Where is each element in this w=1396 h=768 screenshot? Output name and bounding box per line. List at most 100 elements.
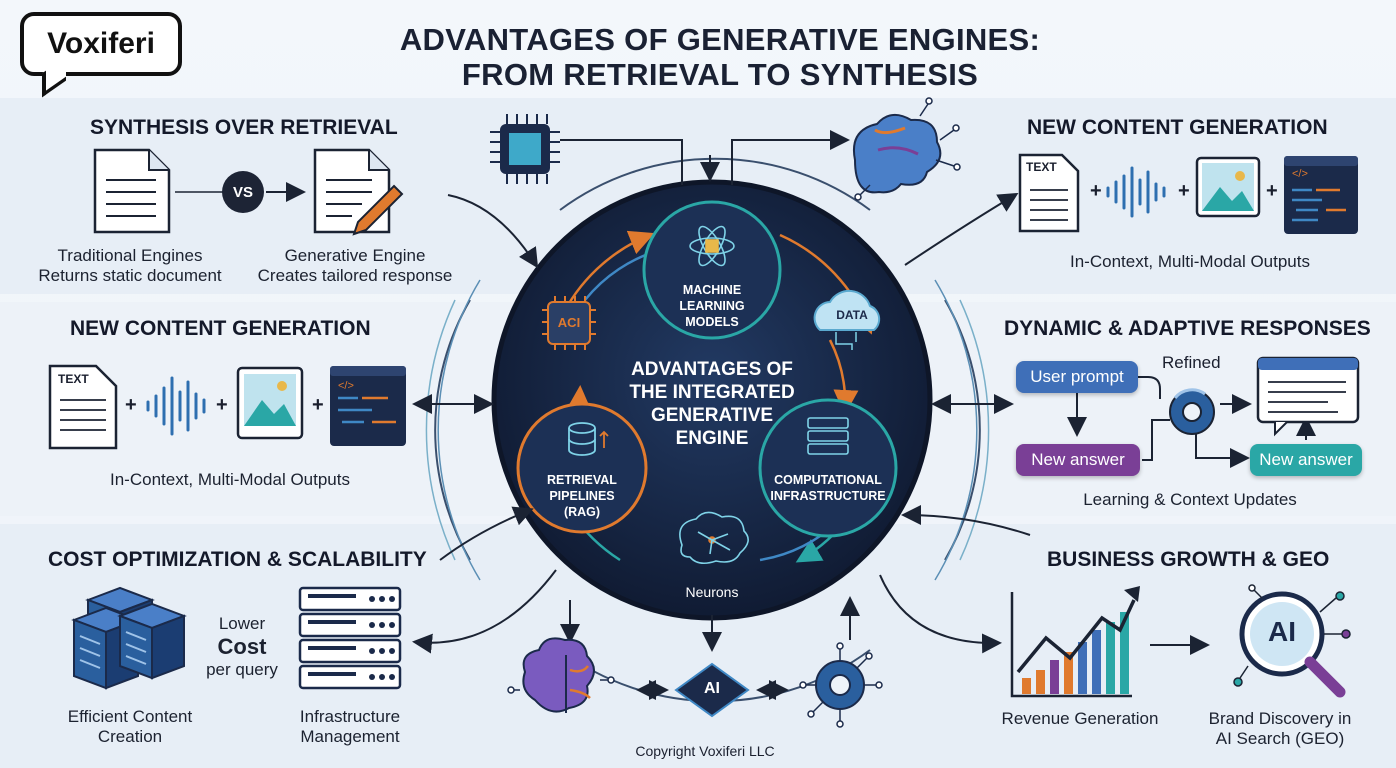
new-content-right-heading: NEW CONTENT GENERATION [1027, 116, 1328, 139]
efficient-caption-1: Efficient Content [67, 707, 193, 726]
business-heading: BUSINESS GROWTH & GEO [1047, 548, 1330, 571]
node-ml [642, 200, 782, 340]
dynamic-heading: DYNAMIC & ADAPTIVE RESPONSES [1004, 317, 1371, 340]
new-content-left-caption: In-Context, Multi-Modal Outputs [110, 470, 350, 489]
lower-label: Lower [218, 614, 266, 633]
text-document-icon-left [48, 364, 118, 450]
core-center-line-3: GENERATIVE [650, 405, 774, 426]
new-answer-label-2: New answer [1259, 450, 1353, 469]
rag-line-1: RETRIEVAL [547, 473, 617, 487]
server-stack-icon [71, 586, 187, 690]
synthesis-heading: SYNTHESIS OVER RETRIEVAL [90, 116, 398, 139]
cost-heading: COST OPTIMIZATION & SCALABILITY [48, 548, 427, 571]
generative-caption: Generative Engine Creates tailored respo… [250, 246, 460, 286]
audio-wave-icon-left [146, 376, 206, 436]
traditional-caption-2: Returns static document [38, 266, 222, 285]
core-center-line-1: ADVANTAGES OF [631, 359, 793, 380]
comp-line-1: COMPUTATIONAL [774, 473, 882, 487]
title-line-1: ADVANTAGES OF GENERATIVE ENGINES: [399, 22, 1041, 57]
generative-document-icon [313, 148, 404, 236]
plus-icon: + [312, 394, 324, 416]
rag-line-3: (RAG) [563, 505, 601, 519]
arrow-cost [439, 506, 534, 561]
brand-name: Voxiferi [47, 27, 155, 60]
efficient-caption-2: Creation [97, 727, 163, 746]
bottom-brain-icon [507, 637, 615, 713]
user-prompt-pill: User prompt [1016, 361, 1138, 393]
title-line-2: FROM RETRIEVAL TO SYNTHESIS [461, 57, 979, 92]
text-document-icon-right [1018, 153, 1080, 233]
server-icon [807, 417, 849, 455]
database-icon [568, 422, 609, 456]
core-center-line-4: ENGINE [675, 428, 749, 449]
new-content-right-caption: In-Context, Multi-Modal Outputs [1070, 252, 1310, 271]
data-label: DATA [836, 308, 868, 322]
neurons-label: Neurons [685, 584, 739, 600]
new-answer-label-1: New answer [1031, 450, 1125, 469]
neuron-brain-icon [679, 511, 749, 565]
top-chip-icon [490, 114, 560, 184]
arrow-top-right [731, 130, 850, 185]
generative-caption-1: Generative Engine [284, 246, 426, 265]
aci-chip-icon [542, 296, 596, 350]
vs-badge: VS [222, 171, 264, 213]
arrow-synthesis [447, 194, 539, 269]
lower-cost-block: Lower Cost per query [196, 614, 288, 680]
ai-magnifier-label: AI [1268, 616, 1296, 647]
core-center-title: ADVANTAGES OF THE INTEGRATED GENERATIVE … [600, 358, 824, 450]
arrow-top-left [560, 139, 683, 185]
dynamic-caption: Learning & Context Updates [1083, 490, 1297, 509]
infrastructure-caption-2: Management [300, 727, 400, 746]
traditional-caption-1: Traditional Engines [57, 246, 203, 265]
infrastructure-caption: Infrastructure Management [270, 707, 430, 747]
bottom-gear-icon [799, 642, 883, 728]
plus-icon: + [1178, 180, 1190, 202]
text-label-left: TEXT [58, 372, 89, 386]
comp-line-2: INFRASTRUCTURE [770, 489, 886, 503]
ai-search-magnifier-icon [1233, 584, 1351, 698]
ml-line-3: MODELS [685, 315, 739, 329]
refine-gear-icon [1169, 388, 1215, 435]
user-prompt-label: User prompt [1030, 367, 1124, 386]
code-label-right: </> [1292, 168, 1308, 180]
traditional-caption: Traditional Engines Returns static docum… [30, 246, 230, 286]
arrow-cost-2 [412, 569, 557, 654]
node-comp [758, 398, 898, 538]
comp-label: COMPUTATIONAL INFRASTRUCTURE [762, 472, 894, 504]
static-document-icon [93, 148, 171, 234]
rag-line-2: PIPELINES [549, 489, 615, 503]
brand-discovery-caption-2: AI Search (GEO) [1215, 729, 1345, 748]
ml-line-1: MACHINE [682, 283, 742, 297]
refined-label: Refined [1162, 353, 1221, 372]
vs-label: VS [232, 183, 253, 201]
brand-discovery-caption: Brand Discovery in AI Search (GEO) [1190, 709, 1370, 749]
generative-caption-2: Creates tailored response [257, 266, 453, 285]
plus-icon: + [1090, 180, 1102, 202]
node-rag [516, 402, 648, 534]
rag-label: RETRIEVAL PIPELINES (RAG) [532, 472, 632, 520]
efficient-caption: Efficient Content Creation [40, 707, 220, 747]
code-window-icon-right [1284, 156, 1358, 234]
text-label-right: TEXT [1026, 160, 1057, 174]
revenue-caption: Revenue Generation [1001, 709, 1159, 728]
arrow-business [901, 505, 1031, 536]
new-answer-pill-1: New answer [1016, 444, 1140, 476]
image-icon-left [236, 366, 304, 440]
plus-icon: + [125, 394, 137, 416]
code-window-icon-left [330, 366, 406, 446]
code-label-left: </> [338, 380, 354, 392]
arrow-newcontent-right [904, 192, 1019, 266]
revenue-growth-chart-icon [1010, 586, 1140, 698]
copyright: Copyright Voxiferi LLC [635, 743, 775, 759]
atom-icon [689, 225, 735, 267]
brand-discovery-caption-1: Brand Discovery in [1208, 709, 1352, 728]
top-brain-icon [853, 97, 961, 201]
per-query-label: per query [206, 660, 278, 679]
page-title: ADVANTAGES OF GENERATIVE ENGINES: FROM R… [300, 22, 1140, 92]
server-rack-icon [298, 586, 402, 690]
audio-wave-icon-right [1106, 166, 1166, 218]
infrastructure-caption-1: Infrastructure [299, 707, 401, 726]
bottom-chip-label: AI [704, 680, 720, 697]
data-cloud-icon [813, 289, 881, 350]
plus-icon: + [216, 394, 228, 416]
